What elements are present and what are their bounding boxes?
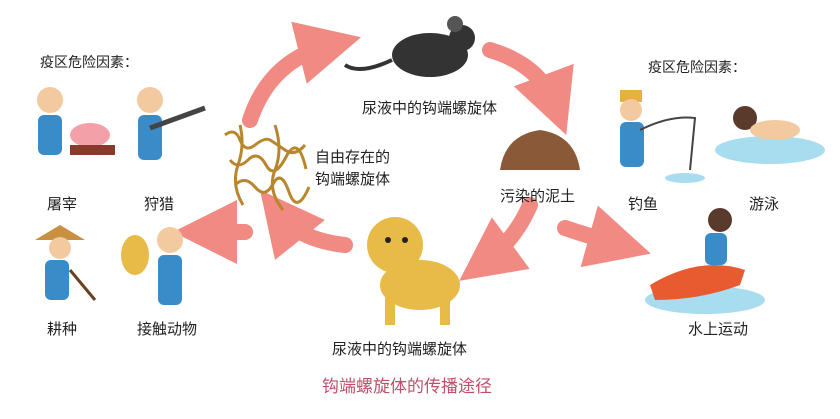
water-sports-person-icon — [645, 208, 765, 314]
arrow-to-mouse — [242, 21, 362, 128]
diagram-title: 钩端螺旋体的传播途径 — [322, 377, 492, 397]
swimming-person-icon — [715, 106, 825, 164]
farming-person-icon — [35, 225, 97, 301]
soil-icon — [500, 130, 580, 170]
arrow-to-free — [259, 190, 353, 260]
risk-label-slaughter: 屠宰 — [47, 195, 78, 213]
risk-label-swimming: 游泳 — [749, 195, 780, 213]
mouse-urine-label: 尿液中的钩端螺旋体 — [362, 99, 498, 117]
right-risk-heading: 疫区危险因素： — [648, 60, 746, 76]
butchering-person-icon — [37, 87, 115, 155]
risk-label-fishing: 钓鱼 — [628, 195, 659, 213]
hunting-person-icon — [137, 87, 206, 160]
risk-label-water-sports: 水上运动 — [688, 320, 749, 338]
arrow-to-soil — [482, 42, 574, 135]
cycle-arrows — [173, 21, 651, 281]
risk-label-hunting: 狩猎 — [144, 195, 175, 213]
soil-label: 污染的泥土 — [500, 187, 576, 205]
free-spirochete-label-2: 钩端螺旋体 — [315, 170, 391, 188]
dog-icon — [367, 217, 460, 325]
spirochete-icon — [224, 124, 311, 211]
risk-label-farming: 耕种 — [47, 320, 78, 338]
arrow-to-right-risks — [557, 205, 651, 268]
free-spirochete-label-1: 自由存在的 — [315, 148, 391, 166]
left-risk-heading: 疫区危险因素： — [40, 55, 138, 71]
dog-urine-label: 尿液中的钩端螺旋体 — [332, 340, 468, 358]
fishing-person-icon — [620, 90, 705, 183]
arrow-to-dog — [459, 197, 538, 281]
touching-animal-person-icon — [121, 227, 183, 305]
mouse-icon — [343, 16, 475, 77]
risk-label-animal-contact: 接触动物 — [137, 320, 198, 338]
